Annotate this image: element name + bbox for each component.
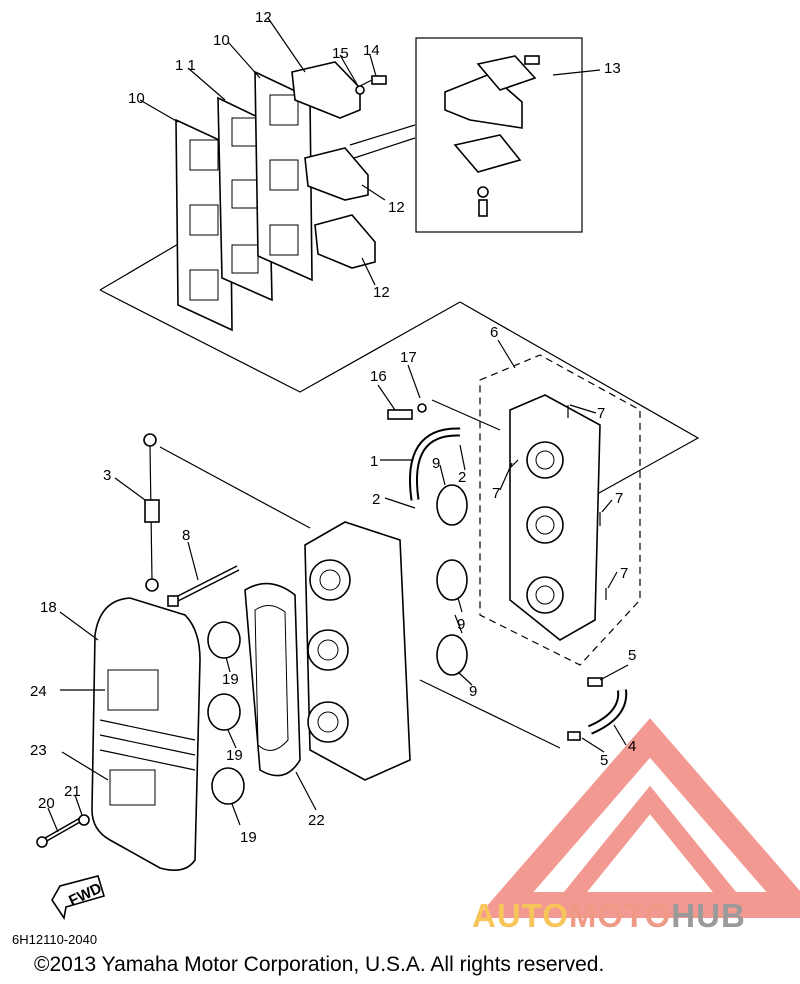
gasket-9b bbox=[436, 559, 468, 601]
clip-5b bbox=[567, 731, 581, 741]
callout-13: 13 bbox=[604, 60, 621, 77]
callout-10-left: 10 bbox=[128, 90, 145, 107]
o-ring-19c bbox=[211, 767, 245, 805]
callout-17: 17 bbox=[400, 349, 417, 366]
callout-12-top: 12 bbox=[255, 9, 272, 26]
clip-5a bbox=[587, 677, 603, 687]
gasket-9a bbox=[436, 484, 468, 526]
fwd-arrow: FWD bbox=[51, 875, 105, 921]
intake-manifold-6 bbox=[509, 394, 607, 641]
callout-7-mid: 7 bbox=[492, 485, 500, 502]
callout-3: 3 bbox=[103, 467, 111, 484]
watermark-text: AUTOMOTOHUB bbox=[472, 897, 746, 934]
callout-5-bottom: 5 bbox=[600, 752, 608, 769]
carburetor-body bbox=[304, 521, 411, 781]
washer-15 bbox=[355, 85, 365, 95]
callout-12-bottom: 12 bbox=[373, 284, 390, 301]
callout-11: 1 1 bbox=[175, 57, 196, 74]
callout-24: 24 bbox=[30, 683, 47, 700]
o-ring-19b bbox=[207, 693, 241, 731]
gasket-10-rear bbox=[254, 70, 313, 282]
callout-2-right: 2 bbox=[458, 469, 466, 486]
callout-2-left: 2 bbox=[372, 491, 380, 508]
callout-9-mid: 9 bbox=[457, 616, 465, 633]
callout-1: 1 bbox=[370, 453, 378, 470]
callout-23: 23 bbox=[30, 742, 47, 759]
manifold-group-outline bbox=[479, 354, 641, 666]
callout-7-lower: 7 bbox=[620, 565, 628, 582]
callout-9-low: 9 bbox=[469, 683, 477, 700]
gasket-22 bbox=[244, 582, 301, 777]
callout-9-top: 9 bbox=[432, 455, 440, 472]
watermark-logo bbox=[476, 718, 800, 918]
reed-block-inset bbox=[444, 55, 540, 217]
callout-4: 4 bbox=[628, 738, 636, 755]
leader-lines bbox=[47, 17, 629, 833]
callout-18: 18 bbox=[40, 599, 57, 616]
reed-valve-12-bottom bbox=[314, 214, 376, 269]
callout-12-mid: 12 bbox=[388, 199, 405, 216]
bolt-16 bbox=[387, 403, 427, 420]
assembly-lines bbox=[99, 124, 700, 749]
reed-valve-12-mid bbox=[304, 147, 369, 201]
callout-20: 20 bbox=[38, 795, 55, 812]
o-ring-19a bbox=[207, 621, 241, 659]
diagram-code: 6H12110-2040 bbox=[12, 932, 98, 947]
callout-14: 14 bbox=[363, 42, 380, 59]
callout-7-right: 7 bbox=[615, 490, 623, 507]
gasket-9c bbox=[436, 634, 468, 676]
callout-15: 15 bbox=[332, 45, 349, 62]
callout-labels: 12 10 1 1 10 15 14 13 12 12 6 17 16 7 1 … bbox=[30, 9, 636, 846]
callout-22: 22 bbox=[308, 812, 325, 829]
silencer-cover-18 bbox=[91, 597, 201, 871]
callout-19-bottom: 19 bbox=[240, 829, 257, 846]
callout-19-top: 19 bbox=[222, 671, 239, 688]
reed-valve-12-top bbox=[291, 61, 361, 119]
link-rod-3 bbox=[143, 433, 160, 592]
reed-valve-inset bbox=[415, 37, 583, 233]
callout-19-mid: 19 bbox=[226, 747, 243, 764]
callout-7-top: 7 bbox=[597, 405, 605, 422]
bolt-8 bbox=[167, 565, 240, 607]
callout-8: 8 bbox=[182, 527, 190, 544]
callout-21: 21 bbox=[64, 783, 81, 800]
callout-5-top: 5 bbox=[628, 647, 636, 664]
callout-6: 6 bbox=[490, 324, 498, 341]
screw-20 bbox=[36, 817, 82, 848]
copyright-text: ©2013 Yamaha Motor Corporation, U.S.A. A… bbox=[34, 953, 605, 976]
gasket-10-front bbox=[175, 118, 233, 332]
callout-10-top: 10 bbox=[213, 32, 230, 49]
callout-16: 16 bbox=[370, 368, 387, 385]
washer-21 bbox=[78, 814, 90, 826]
